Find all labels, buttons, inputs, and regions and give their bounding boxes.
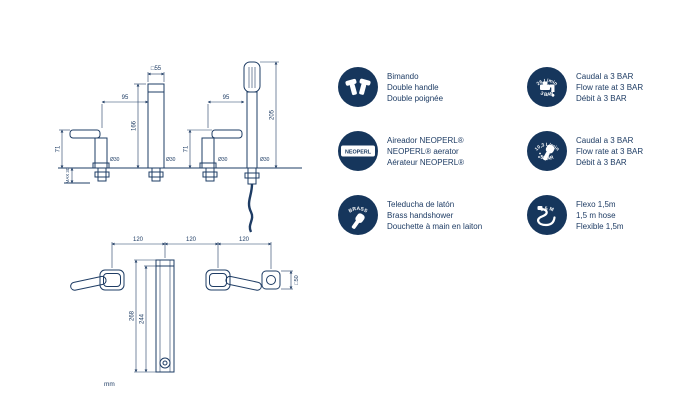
- dim-dia30-1: Ø30: [110, 157, 120, 163]
- plan-spout: [155, 259, 175, 373]
- technical-drawing: 95 95 □55 166 71 71 MAX 30 205 Ø30 Ø30 Ø…: [56, 61, 302, 388]
- dim-dia30-2: Ø30: [166, 157, 176, 163]
- feature-line-fr: Débit à 3 BAR: [576, 157, 627, 167]
- feature-line-fr: Double poignée: [387, 93, 444, 103]
- feature-hose: 1,5 M Flexo 1,5m 1,5 m hose Flexible 1,5…: [527, 195, 624, 235]
- feature-line-en: Flow rate at 3 BAR: [576, 146, 644, 156]
- svg-text:1,5 M: 1,5 M: [539, 206, 554, 213]
- flow-10-3-icon: 10,3 L/min 3 BAR: [527, 131, 567, 171]
- flow-26-bottom-label: 3 BAR: [539, 90, 555, 98]
- feature-line-es: Flexo 1,5m: [576, 199, 616, 209]
- dim-120-1: 120: [133, 237, 144, 243]
- dim-120-3: 120: [239, 237, 250, 243]
- dim-dia30-3: Ø30: [218, 157, 228, 163]
- feature-line-es: Teleducha de latón: [387, 199, 455, 209]
- brass-arc-label: BRASS: [348, 206, 369, 215]
- dim-71-left: 71: [56, 145, 62, 152]
- front-handshower: [243, 61, 261, 169]
- dim-268: 268: [130, 310, 136, 321]
- under-deck-hardware: [94, 167, 260, 233]
- dim-max30: MAX 30: [65, 167, 70, 183]
- feature-line-fr: Aérateur NEOPERL®: [387, 157, 465, 167]
- dim-205: 205: [270, 109, 276, 120]
- brass-icon: BRASS: [338, 195, 378, 235]
- plan-dimensions: [111, 242, 293, 373]
- dim-244: 244: [140, 313, 146, 324]
- plan-view: [70, 259, 281, 373]
- feature-line-en: Double handle: [387, 82, 439, 92]
- feature-line-fr: Débit à 3 BAR: [576, 93, 627, 103]
- front-view: [58, 61, 302, 233]
- feature-line-en: 1,5 m hose: [576, 210, 616, 220]
- feature-double-handle: Bimando Double handle Double poignée: [338, 67, 443, 107]
- feature-line-es: Caudal a 3 BAR: [576, 135, 634, 145]
- dim-166: 166: [132, 120, 138, 131]
- dim-95-right: 95: [223, 95, 230, 101]
- feature-flow-10-3: 10,3 L/min 3 BAR Caudal a 3 BAR Flow rat…: [527, 131, 643, 171]
- unit-label: mm: [104, 381, 115, 388]
- front-dimensions: [59, 61, 279, 184]
- feature-line-es: Bimando: [387, 71, 419, 81]
- front-spout: [147, 83, 165, 169]
- neoperl-icon: NEOPERL: [338, 131, 378, 171]
- plan-handshower: [261, 270, 281, 290]
- feature-line-es: Caudal a 3 BAR: [576, 71, 634, 81]
- dim-dia30-4: Ø30: [260, 157, 270, 163]
- front-left-handle: [69, 129, 110, 169]
- neoperl-band-label: NEOPERL: [345, 149, 372, 155]
- dim-95-left: 95: [122, 95, 129, 101]
- feature-line-en: Brass handshower: [387, 210, 454, 220]
- double-handle-icon: [338, 67, 378, 107]
- dim-sq50: □50: [294, 275, 300, 284]
- feature-line-fr: Flexible 1,5m: [576, 221, 624, 231]
- feature-brass-handshower: BRASS Teleducha de latón Brass handshowe…: [338, 195, 482, 235]
- feature-line-en: Flow rate at 3 BAR: [576, 82, 644, 92]
- svg-text:BRASS: BRASS: [348, 206, 369, 215]
- feature-flow-26: 26 L/min 3 BAR Caudal a 3 BAR Flow rate …: [527, 67, 643, 107]
- flow-26-icon: 26 L/min 3 BAR: [527, 67, 567, 107]
- dim-71-mid: 71: [184, 145, 190, 152]
- hose-top-label: 1,5 M: [539, 206, 554, 213]
- svg-text:3 BAR: 3 BAR: [539, 90, 555, 98]
- hose-icon: 1,5 M: [527, 195, 567, 235]
- dim-sq55: □55: [151, 66, 162, 72]
- feature-line-fr: Douchette à main en laiton: [387, 221, 483, 231]
- feature-line-es: Aireador NEOPERL®: [387, 135, 464, 145]
- plan-left-handle: [70, 269, 125, 291]
- dim-120-2: 120: [186, 237, 197, 243]
- feature-line-en: NEOPERL® aerator: [387, 146, 459, 156]
- plan-right-handle: [205, 269, 262, 291]
- feature-neoperl: NEOPERL Aireador NEOPERL® NEOPERL® aerat…: [338, 131, 464, 171]
